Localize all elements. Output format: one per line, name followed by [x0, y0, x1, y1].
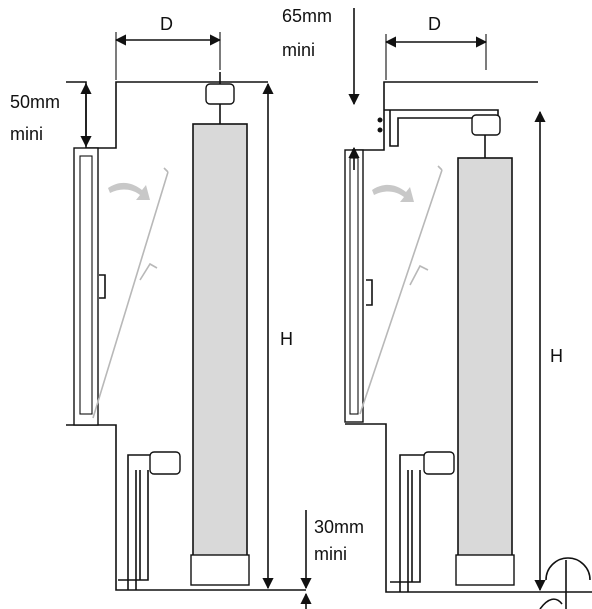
- left-bottom-clearance-suffix: mini: [314, 544, 347, 564]
- right-bottom-detail: [539, 557, 591, 609]
- left-cylinder-base: [190, 554, 250, 586]
- left-bottom-clearance-value: 30mm: [314, 517, 364, 537]
- right-window-handle: [366, 279, 373, 306]
- left-wall-outline: [66, 81, 268, 149]
- left-dim-h-label: H: [280, 329, 293, 349]
- left-window-inner: [79, 155, 93, 415]
- left-top-clearance-suffix: mini: [10, 124, 43, 144]
- right-cylinder: [457, 157, 513, 559]
- right-dim-d-label: D: [428, 14, 441, 34]
- left-valve: [149, 451, 181, 475]
- left-cylinder: [192, 123, 248, 557]
- right-pipes: [390, 454, 424, 592]
- right-dim-h-label: H: [550, 346, 563, 366]
- right-top-clearance-value: 65mm: [282, 6, 332, 26]
- right-ghost-arm: [359, 165, 443, 415]
- right-diagram: D 65mm mini H: [282, 6, 592, 609]
- right-cylinder-head: [471, 114, 501, 136]
- left-pipes: [118, 454, 152, 590]
- left-cylinder-head: [205, 83, 235, 105]
- left-dim-d-label: D: [160, 14, 173, 34]
- left-window-frame: [73, 147, 99, 426]
- right-bracket-screw-a: [377, 117, 383, 123]
- right-wall-outline: [352, 81, 538, 151]
- left-ghost-arm: [92, 167, 169, 419]
- right-valve: [423, 451, 455, 475]
- right-bracket: [384, 109, 499, 147]
- left-gray-arrow: [108, 182, 150, 200]
- right-cylinder-base: [455, 554, 515, 586]
- right-top-clearance-suffix: mini: [282, 40, 315, 60]
- left-diagram: D 50mm mini H 30mm mini: [10, 14, 364, 609]
- left-wall-lower-outline: [66, 424, 306, 591]
- left-window-handle: [99, 274, 106, 299]
- right-bracket-screw-b: [377, 127, 383, 133]
- right-wall-lower-outline: [345, 423, 592, 593]
- left-top-clearance-value: 50mm: [10, 92, 60, 112]
- right-gray-arrow: [372, 184, 414, 202]
- right-window-frame: [344, 149, 364, 423]
